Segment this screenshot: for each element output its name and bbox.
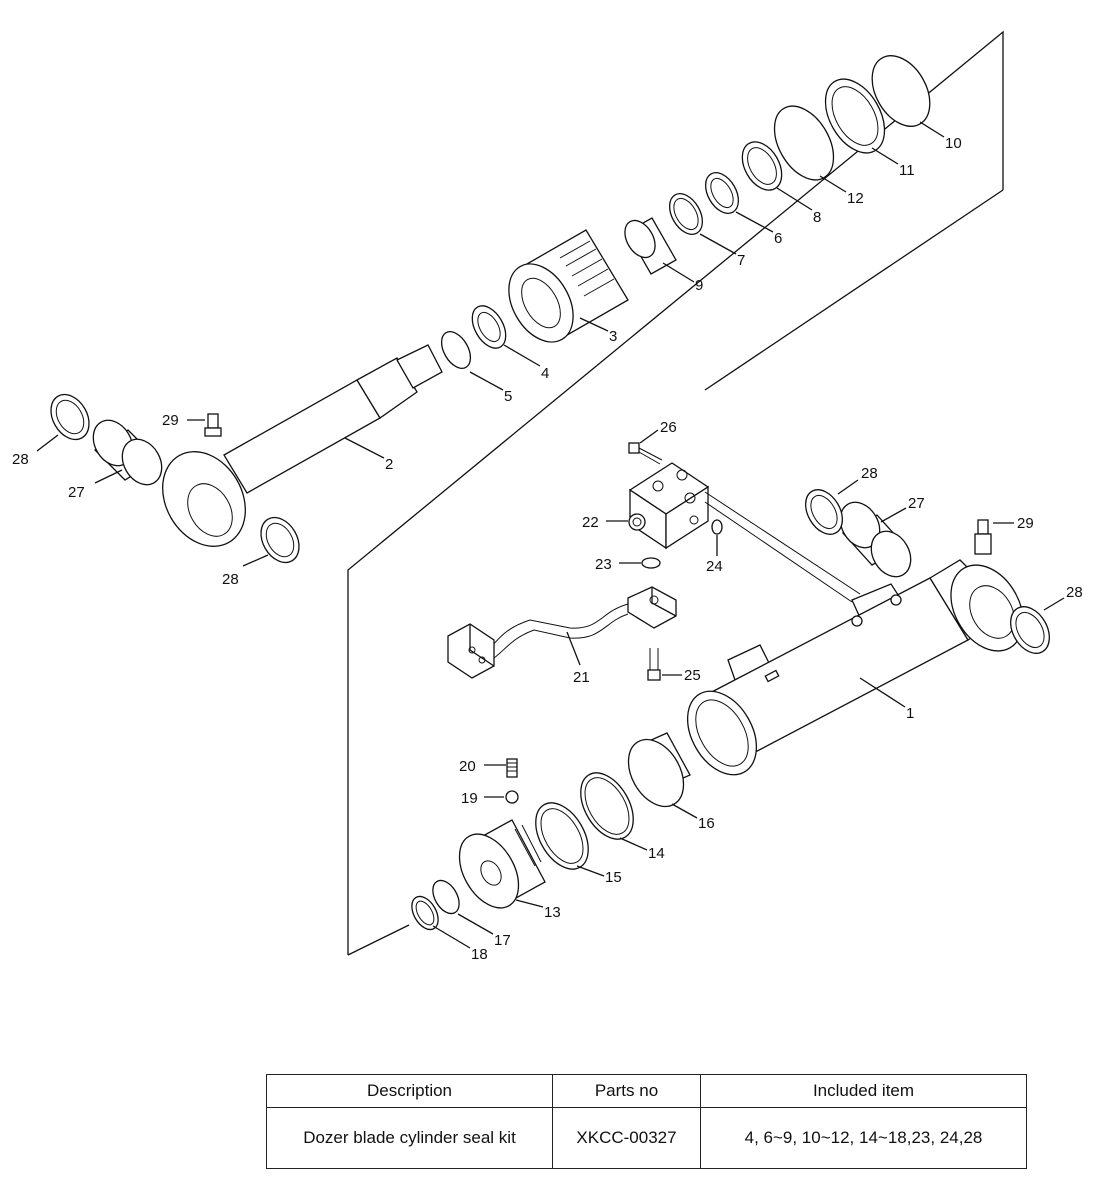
label-6: 6	[774, 230, 782, 247]
part-10-oring-large	[871, 55, 931, 127]
part-17-oring	[432, 879, 460, 915]
part-29-grease-nipple-right	[974, 519, 992, 555]
label-29-right: 29	[1017, 515, 1034, 532]
part-24-oring	[711, 519, 723, 535]
label-4: 4	[541, 365, 549, 382]
label-29-left: 29	[162, 412, 179, 429]
label-13: 13	[544, 904, 561, 921]
cell-description: Dozer blade cylinder seal kit	[266, 1107, 553, 1169]
label-9: 9	[695, 277, 703, 294]
header-parts-no: Parts no	[552, 1074, 701, 1108]
part-8-seal	[741, 141, 783, 191]
part-4-seal	[471, 305, 507, 349]
part-28-seal-upper-left	[50, 393, 90, 441]
label-5: 5	[504, 388, 512, 405]
part-25-bolt	[647, 648, 661, 681]
part-2-piston-rod	[162, 344, 443, 547]
seal-kit-table: Description Parts no Included item Dozer…	[266, 1074, 1027, 1169]
label-27-left: 27	[68, 484, 85, 501]
label-23: 23	[595, 556, 612, 573]
part-12-backup-ring	[773, 105, 835, 181]
label-16: 16	[698, 815, 715, 832]
part-23-oring	[641, 557, 661, 569]
part-16-wear-ring	[627, 732, 691, 808]
part-19-steel-ball	[505, 790, 519, 804]
label-2: 2	[385, 456, 393, 473]
label-15: 15	[605, 869, 622, 886]
label-7: 7	[737, 252, 745, 269]
part-9-bushing	[624, 217, 677, 275]
label-24: 24	[706, 558, 723, 575]
label-1: 1	[906, 705, 914, 722]
part-28-seal-upper-right	[805, 489, 843, 535]
cylinder-exploded-diagram: 1 2 3 4 5 6 7 8 9 10 11 12 13 14 15 16 1	[12, 30, 1083, 963]
part-1-cylinder-tube	[686, 559, 1024, 776]
header-description: Description	[266, 1074, 553, 1108]
label-28-upper-left: 28	[12, 451, 29, 468]
label-28-lower-left: 28	[222, 571, 239, 588]
part-27-bushing-right	[839, 501, 912, 578]
part-21-pipe	[447, 586, 677, 679]
label-17: 17	[494, 932, 511, 949]
part-18-seal	[411, 895, 439, 931]
isometric-frame	[347, 30, 1004, 956]
label-20: 20	[459, 758, 476, 775]
header-included-item: Included item	[700, 1074, 1027, 1108]
part-14-seal	[580, 772, 634, 840]
label-18: 18	[471, 946, 488, 963]
label-22: 22	[582, 514, 599, 531]
part-28-seal-lower-left	[260, 516, 300, 564]
part-11-ring	[824, 78, 886, 154]
part-22-valve-block	[628, 462, 710, 550]
label-10: 10	[945, 135, 962, 152]
pipe-to-tube	[704, 491, 861, 603]
label-21: 21	[573, 669, 590, 686]
label-28-upper-right: 28	[861, 465, 878, 482]
label-14: 14	[648, 845, 665, 862]
part-3-rod-cover	[508, 229, 629, 343]
label-25: 25	[684, 667, 701, 684]
label-26: 26	[660, 419, 677, 436]
part-26-bolt	[628, 442, 663, 465]
part-28-seal-lower-right	[1010, 606, 1050, 654]
part-20-set-screw	[506, 758, 518, 778]
part-5-snap-ring	[440, 331, 472, 369]
cell-included-item: 4, 6~9, 10~12, 14~18,23, 24,28	[700, 1107, 1027, 1169]
label-3: 3	[609, 328, 617, 345]
label-27-right: 27	[908, 495, 925, 512]
table-header-row: Description Parts no Included item	[266, 1074, 1027, 1108]
label-11: 11	[899, 162, 915, 179]
part-7-ring	[668, 193, 704, 235]
label-19: 19	[461, 790, 478, 807]
table-row: Dozer blade cylinder seal kit XKCC-00327…	[266, 1107, 1027, 1169]
part-13-piston	[458, 819, 546, 909]
part-6-seal	[704, 172, 740, 214]
label-12: 12	[847, 190, 864, 207]
part-27-bushing-left	[92, 419, 163, 486]
part-29-grease-nipple-left	[204, 413, 222, 437]
callouts: 1 2 3 4 5 6 7 8 9 10 11 12 13 14 15 16 1	[12, 121, 1083, 963]
cell-parts-no: XKCC-00327	[552, 1107, 701, 1169]
label-8: 8	[813, 209, 821, 226]
label-28-lower-right: 28	[1066, 584, 1083, 601]
